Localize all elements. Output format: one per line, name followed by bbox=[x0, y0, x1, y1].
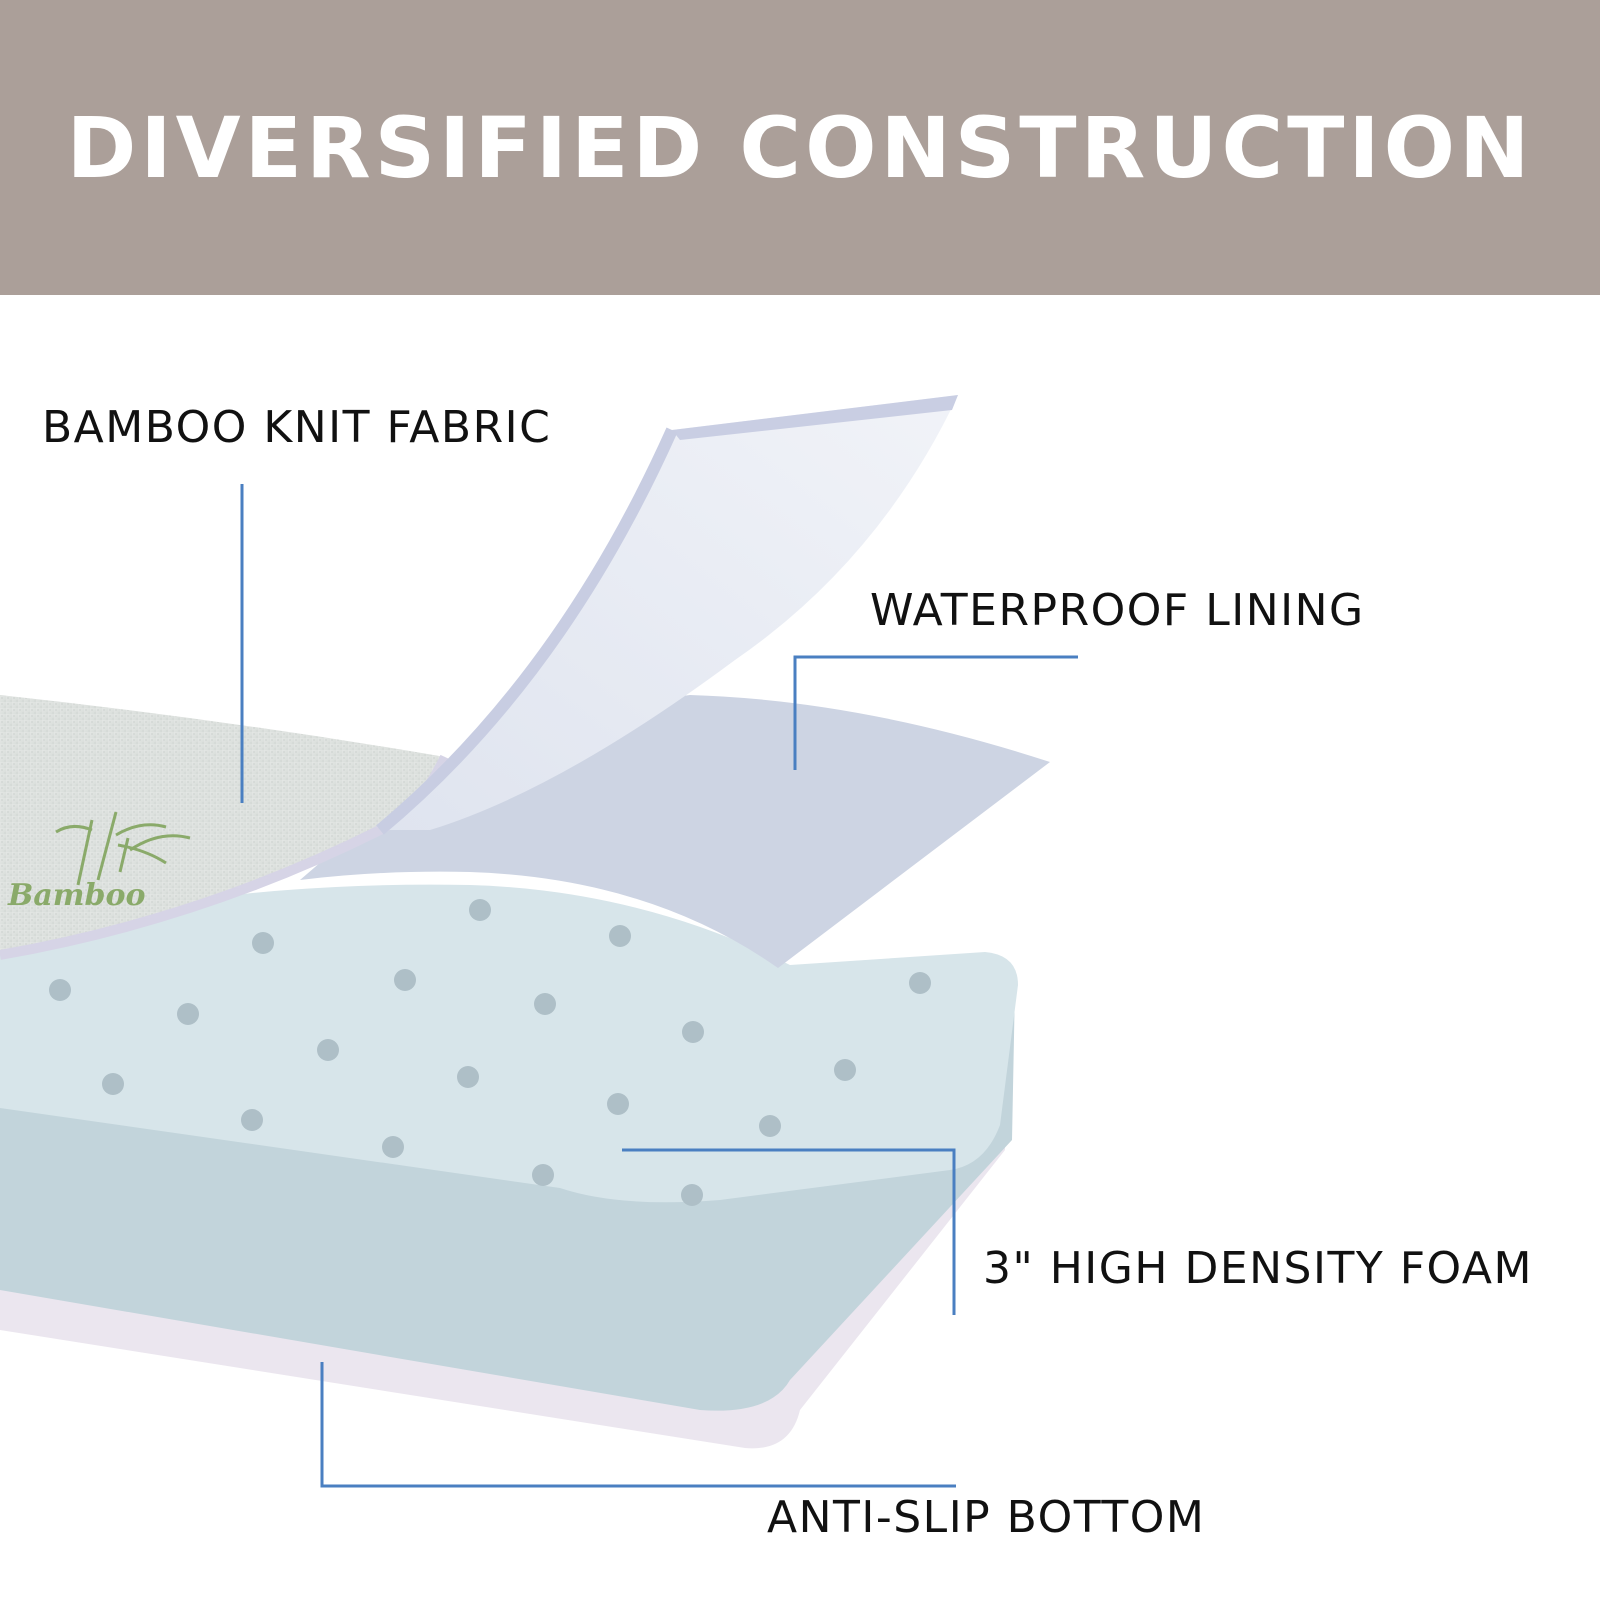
bamboo-logo-text: Bamboo bbox=[7, 878, 146, 913]
bamboo-fabric-peeled-flap bbox=[380, 395, 958, 830]
foam-perforations bbox=[49, 899, 931, 1206]
leader-line-foam bbox=[622, 1148, 956, 1315]
callout-bamboo-knit-fabric: BAMBOO KNIT FABRIC bbox=[42, 402, 552, 453]
callout-waterproof-lining: WATERPROOF LINING bbox=[870, 585, 1365, 636]
bamboo-fabric-surface bbox=[0, 695, 445, 955]
callout-high-density-foam: 3" HIGH DENSITY FOAM bbox=[983, 1243, 1533, 1294]
mattress-layers-illustration: Bamboo bbox=[0, 395, 1078, 1488]
leader-lines bbox=[240, 484, 1078, 1488]
leader-line-bottom bbox=[320, 1362, 956, 1488]
bamboo-logo bbox=[55, 811, 191, 886]
header-banner: DIVERSIFIED CONSTRUCTION bbox=[0, 0, 1600, 295]
page-title: DIVERSIFIED CONSTRUCTION bbox=[66, 98, 1534, 197]
leader-line-lining bbox=[793, 655, 1078, 770]
callout-anti-slip-bottom: ANTI-SLIP BOTTOM bbox=[767, 1492, 1206, 1543]
